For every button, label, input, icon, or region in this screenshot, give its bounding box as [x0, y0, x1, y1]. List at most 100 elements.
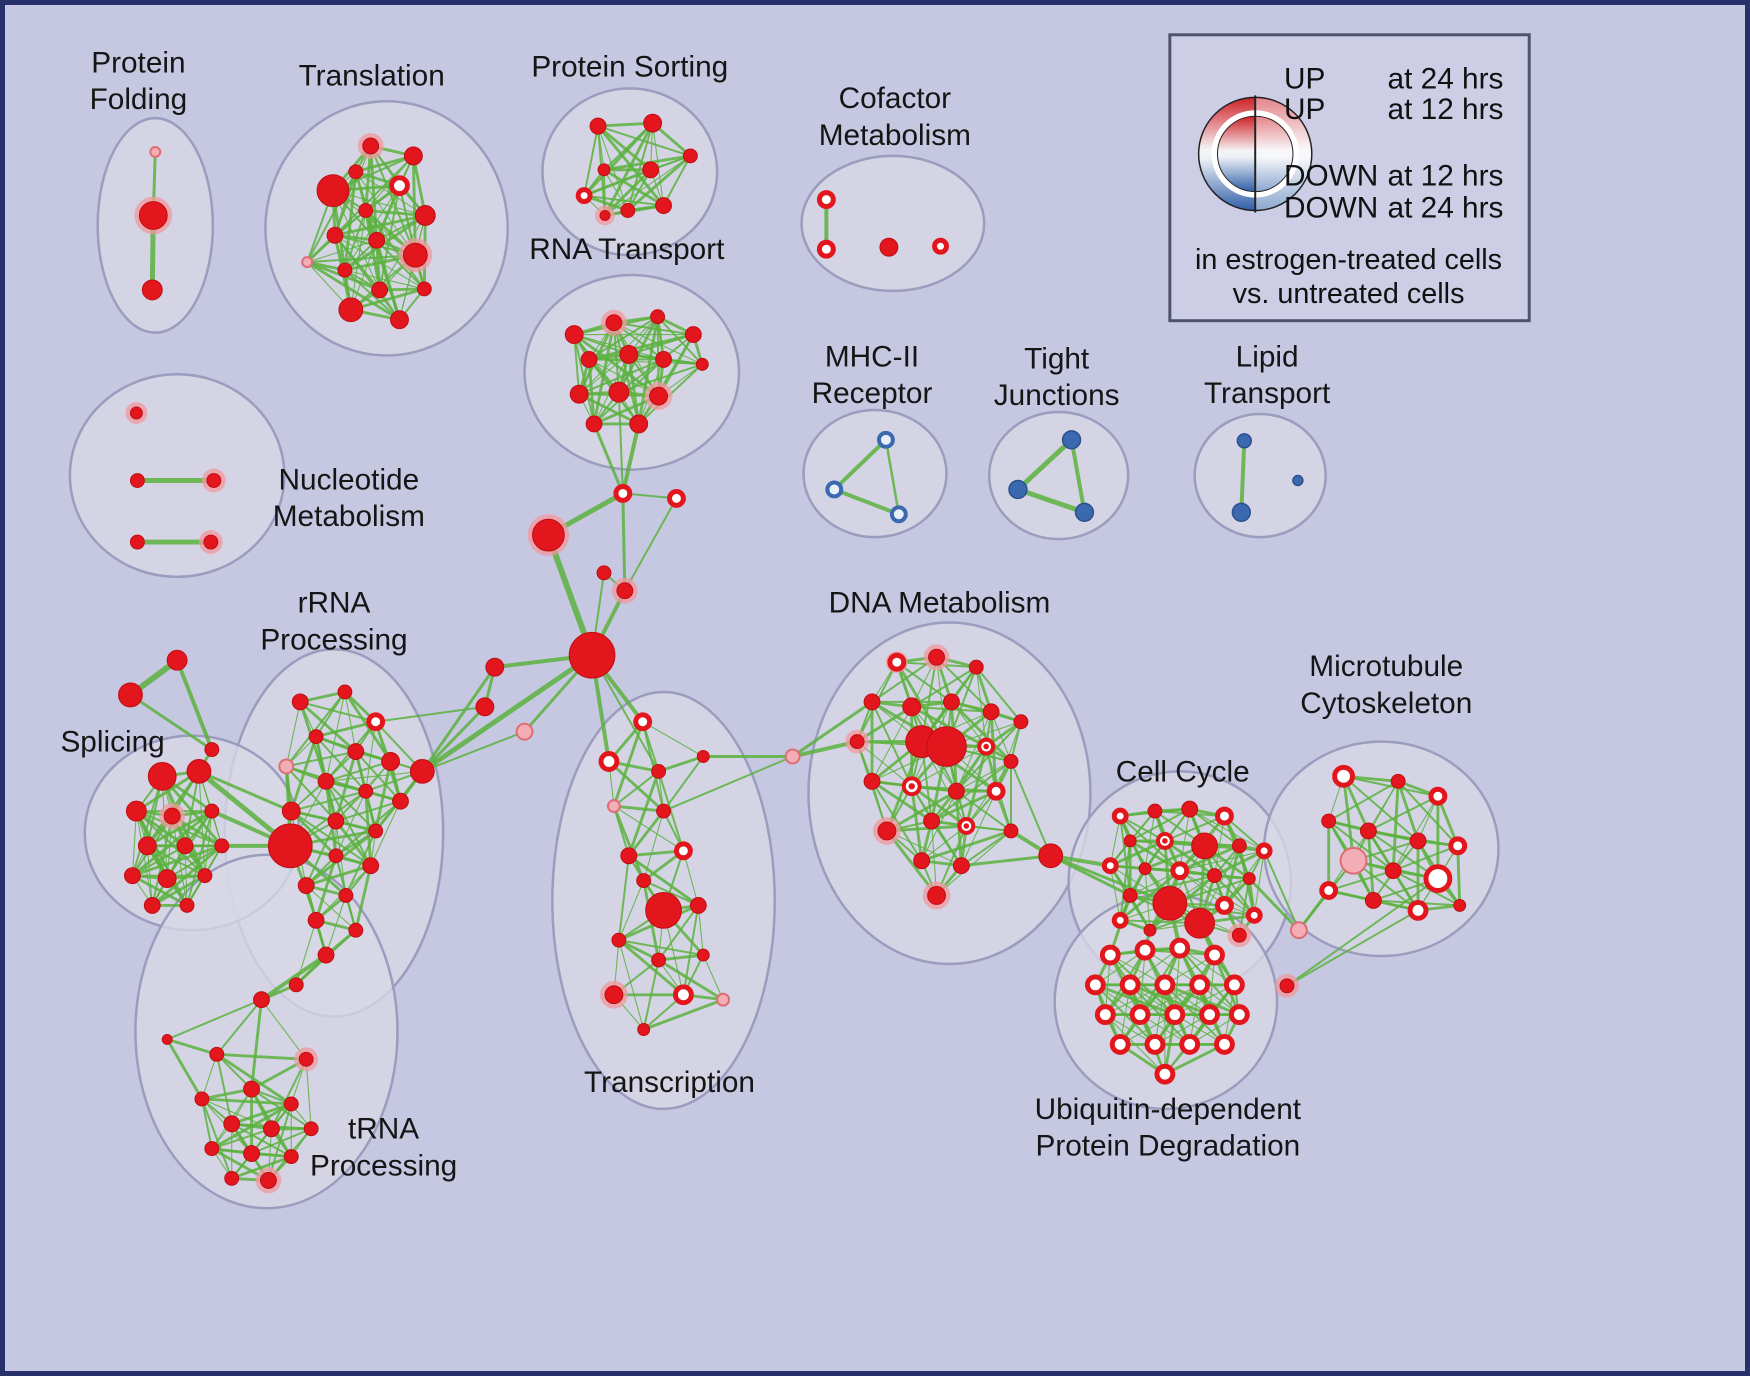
network-edge	[1189, 808, 1265, 852]
network-edge	[662, 755, 794, 813]
network-edge	[832, 437, 888, 492]
network-node	[243, 1080, 261, 1098]
network-node	[409, 758, 435, 784]
network-edge	[587, 357, 596, 426]
network-edge	[656, 315, 704, 366]
network-edge	[250, 1127, 313, 1155]
network-edge	[1179, 870, 1225, 906]
network-node	[161, 1033, 173, 1045]
network-edge	[344, 691, 357, 753]
network-node	[968, 659, 984, 675]
network-edge	[270, 1058, 308, 1130]
network-node	[186, 758, 212, 784]
network-edge	[197, 769, 293, 813]
network-edge	[165, 1037, 219, 1056]
network-edge	[420, 705, 487, 773]
network-node	[317, 946, 335, 964]
network-edge	[1391, 779, 1400, 873]
network-node	[616, 582, 634, 600]
network-node	[608, 381, 630, 403]
cluster-label-dna-metabolism: DNA Metabolism	[829, 587, 1051, 620]
network-node	[129, 534, 145, 550]
network-node	[475, 697, 495, 717]
network-node	[307, 911, 325, 929]
network-edge	[621, 491, 627, 593]
network-node	[381, 752, 400, 771]
network-edge	[620, 421, 641, 496]
network-node	[643, 113, 663, 133]
network-node	[879, 237, 899, 257]
network-node	[596, 565, 612, 581]
network-edge	[626, 122, 654, 212]
network-edge	[871, 656, 938, 703]
network-edge	[333, 154, 415, 237]
legend-row-3-time: at 12 hrs	[1388, 160, 1504, 193]
network-edge	[150, 874, 207, 907]
cluster-trna-processing	[134, 853, 399, 1210]
network-node	[1423, 864, 1453, 893]
network-node	[877, 821, 897, 841]
network-node	[1364, 892, 1382, 909]
network-edge	[151, 815, 174, 907]
network-node	[606, 799, 621, 814]
network-node	[575, 187, 593, 205]
network-node	[392, 792, 409, 810]
network-edge	[930, 789, 998, 823]
network-edge	[1392, 869, 1461, 907]
network-node	[611, 932, 627, 948]
network-node	[604, 985, 624, 1005]
network-node	[485, 657, 505, 677]
network-node	[317, 772, 335, 790]
network-edge	[333, 234, 401, 321]
network-node	[1008, 479, 1028, 500]
network-edge	[314, 720, 378, 739]
network-node	[650, 309, 666, 325]
cluster-nucleotide-metabolism	[68, 373, 286, 579]
cluster-cofactor-metabolism	[800, 154, 986, 293]
network-edge	[870, 779, 934, 823]
network-edge	[1285, 909, 1420, 987]
network-node	[1359, 822, 1377, 840]
network-node	[597, 163, 611, 177]
network-node	[1231, 502, 1251, 522]
network-node	[1214, 1033, 1235, 1055]
network-edge	[304, 864, 373, 887]
network-edge	[290, 790, 367, 813]
network-node	[1154, 1063, 1176, 1085]
network-edge	[662, 755, 705, 813]
network-node	[926, 726, 967, 767]
cluster-label-translation: Translation	[299, 59, 445, 92]
network-edge	[1179, 870, 1255, 916]
network-edge	[215, 1052, 293, 1106]
network-edge	[1392, 844, 1459, 872]
network-node	[362, 137, 380, 155]
network-edge	[130, 809, 214, 878]
network-edge	[617, 938, 685, 997]
network-edge	[1327, 780, 1400, 823]
network-node	[620, 847, 638, 865]
network-node	[281, 801, 301, 821]
network-node	[682, 148, 698, 164]
network-node	[1332, 764, 1355, 788]
network-node	[649, 386, 669, 406]
network-node	[403, 146, 423, 166]
network-node	[1144, 1033, 1166, 1055]
network-node	[902, 697, 922, 717]
network-edge	[583, 125, 600, 197]
network-node	[328, 848, 344, 864]
network-edge	[642, 998, 725, 1031]
network-node	[297, 877, 315, 894]
network-node	[1154, 974, 1176, 996]
legend-node-faded-half	[1255, 97, 1312, 211]
network-node	[863, 693, 881, 711]
network-edge	[617, 391, 624, 495]
network-edge	[627, 769, 661, 858]
network-node	[1189, 974, 1211, 996]
network-node	[1292, 474, 1304, 487]
network-edge	[1247, 877, 1301, 932]
network-node	[636, 873, 652, 889]
network-node	[243, 1145, 261, 1163]
